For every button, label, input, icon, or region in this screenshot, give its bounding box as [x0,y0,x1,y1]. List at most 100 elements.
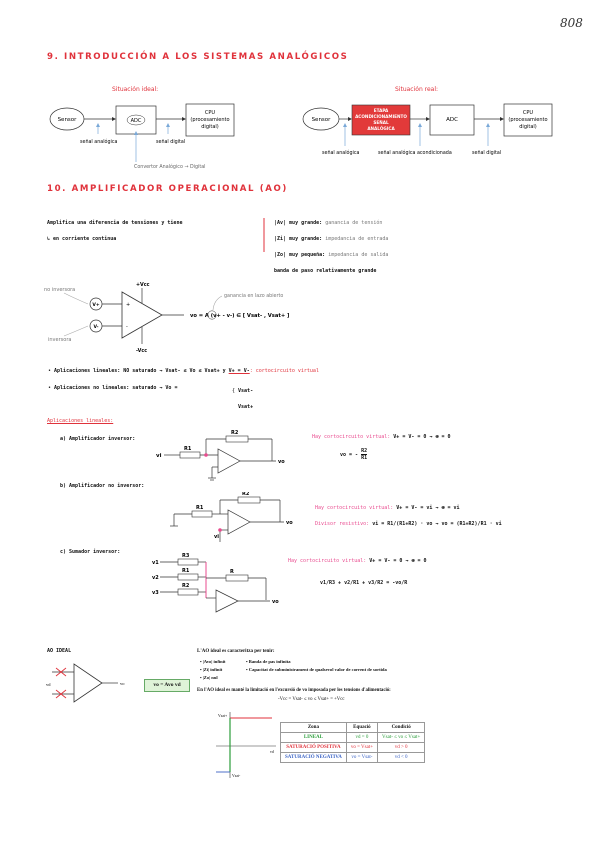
real-cpu-line-3: digital) [519,124,537,130]
inverting-amp-title: a) Amplificador inversor: [60,436,136,442]
zones-header-eq: Equació [345,722,379,733]
sum-note-text: Hay cortocircuito virtual: [288,558,367,564]
noninverting-label: no inversora [44,287,75,293]
real-cpu-line-1: CPU [523,110,534,116]
ideal-sensor-block: Sensor [49,107,85,131]
table-row: SATURACIÓ NEGATIVA vo = Vsat- vd < 0 [280,752,426,763]
real-situation-label: Situación real: [395,86,439,93]
zones-header-zona: Zona [280,722,347,733]
zones-table-header: Zona Equació Condició [280,722,426,733]
zone-sat-neg-cond: vd < 0 [377,752,426,763]
real-etapa-line-3: SEÑAL [373,120,389,125]
graph-vd: vd [270,750,274,754]
opamp-triangle [121,291,163,339]
real-conditioning-block [351,104,411,136]
opamp-symbol-diagram: no inversora inversora V+ V- + - +Vcc -V… [44,282,289,354]
ideal-list-item-4: • Banda de pas infinita [246,659,291,664]
noninv-eq2: vi = R1/(R1+R2) · vo → vo = (R1+R2)/R1 ·… [372,521,502,527]
sum-note: Hay cortocircuito virtual: V+ = V- = 0 →… [288,558,427,564]
ideal-list-left: • |Avo| infinit • |Zi| infinit • |Zo| nu… [200,658,226,682]
prop-row-3: |Zo| muy pequeña: impedancia de salida [274,252,388,258]
sum-v2: v2 [152,575,159,581]
noninv-note: Hay cortocircuito virtual: V+ = V- = vi … [315,505,460,511]
zone-lineal-eq: vd = 0 [345,732,379,743]
table-row: LINEAL vd = 0 Vsat- ≤ vo ≤ Vsat+ [280,732,426,743]
noninv-r1: R1 [196,505,204,511]
prop-2-left: |Zi| muy grande: [274,236,323,242]
sum-r1: R1 [182,568,190,574]
bullet-linear-tail: : cortocircuito virtual [249,368,319,374]
prop-3-left: |Zo| muy pequeña: [274,252,326,258]
inv-eq2-a: vo = - [340,452,359,458]
ideal-opamp-symbol: vd vo [46,663,125,703]
ideal-list-right: • Banda de pas infinita • Capacitat de s… [246,658,387,674]
ao-ideal-heading: AO IDEAL [47,648,72,654]
inverting-amp-circuit: vi R1 R2 vo [156,430,285,481]
ideal-cpu-line-3: digital) [201,124,219,130]
real-adc-text: ADC [446,117,458,123]
graph-vsat-neg: Vsat- [232,774,241,778]
ideal-situation-label: Situación ideal: [112,86,159,93]
zone-sat-pos-eq: vo = Vsat+ [345,742,379,753]
sum-vo: vo [272,599,279,605]
noninv-vi: vi [214,534,219,540]
sum-eq2: v1/R3 + v2/R1 + v3/R2 = -vo/R [320,580,408,586]
sum-r: R [230,569,234,575]
inv-eq2-num: R2 [361,448,368,455]
table-row: SATURACIÓ POSITIVA vo = Vsat+ vd > 0 [280,742,426,753]
inv-note-text: Hay cortocircuito virtual: [312,434,391,440]
noninv-eq1: V+ = V- = vi → ⊛ = vi [396,505,460,511]
ideal-char-intro: L'AO ideal es caracteritza per tenir: [197,649,275,654]
real-sensor-text: Sensor [312,117,332,123]
real-conditioned-signal: señal analógica acondicionada [378,149,452,156]
vminus-circle-text: V- [93,324,98,330]
summing-inverter-circuit: v1 v2 v3 R3 R1 R2 R vo [152,553,279,613]
real-block-diagram: Sensor ETAPA ACONDICIONAMIENTO SEÑAL ANA… [302,103,553,156]
zone-sat-pos: SATURACIÓ POSITIVA [280,742,347,753]
sum-r3: R3 [182,553,190,559]
prop-3-right: impedancia de salida [328,252,389,258]
real-cpu-block [503,103,553,137]
prop-row-1: |Av| muy grande: ganancia de tensión [274,220,382,226]
zone-sat-neg-eq: vo = Vsat- [345,752,379,763]
zones-header-cond: Condició [377,722,426,733]
noninv-note2-text: Divisor resistivo: [315,521,370,527]
page-number: 808 [560,16,583,30]
vplus-circle-text: V+ [92,302,99,308]
bullet-linear-highlight: V+ = V- [228,368,250,374]
ideal-analog-signal: señal analógica [80,138,117,145]
opamp-plus: + [126,302,130,308]
bullet-nonlinear-text: Aplicaciones no lineales: saturado → Vo … [54,385,178,391]
prop-row-4: banda de paso relativamente grande [274,268,376,274]
ideal-converter-note: Convertor Analógico → Digital [134,163,206,170]
intro-line-2-arrow: ↳ en corriente continua [47,236,117,242]
ideal-transfer-graph: Vsat+ Vsat- vd [216,712,276,778]
sat-case-neg: Vsat- [238,388,254,394]
prop-1-right: ganancia de tensión [325,220,383,226]
ideal-adc-text: ADC [131,118,142,124]
opamp-equation: vo = A (v+ - v-) ∈ [ Vsat- , Vsat+ ] [190,313,289,319]
prop-1-left: |Av| muy grande: [274,220,323,226]
prop-2-right: impedancia de entrada [325,236,389,242]
ideal-vd: vd [46,682,51,687]
inv-vi: vi [156,453,162,459]
bullet-nonlinear: • Aplicaciones no lineales: saturado → V… [48,385,178,391]
real-digital-signal: señal digital [472,150,501,156]
noninverting-amp-circuit: R1 R2 vi vo [170,492,293,542]
real-etapa-line-2: ACONDICIONAMIENTO [355,114,407,119]
summing-inverter-title: c) Sumador inversor: [60,549,121,555]
inv-vo: vo [278,459,285,465]
open-loop-gain-label: ganancia en lazo abierto [224,293,283,299]
bullet-linear-text: Aplicaciones lineales: NO saturado → Vsa… [54,368,226,374]
prop-4-left: banda de paso relativamente grande [274,268,377,274]
inv-note: Hay cortocircuito virtual: V+ = V- = 0 →… [312,434,451,440]
opamp-minus: - [126,324,128,330]
ideal-gain-formula: vo = Avo vd [144,679,190,692]
sum-eq1: V+ = V- = 0 → ⊛ = 0 [369,558,427,564]
real-etapa-line-4: ANALÓGICA [367,126,395,131]
inv-eq1: V+ = V- = 0 → ⊛ = 0 [393,434,451,440]
ideal-cpu-line-1: CPU [205,110,216,116]
inverting-label: inversora [48,337,71,343]
inv-r2: R2 [231,430,239,436]
sum-v1: v1 [152,560,159,566]
